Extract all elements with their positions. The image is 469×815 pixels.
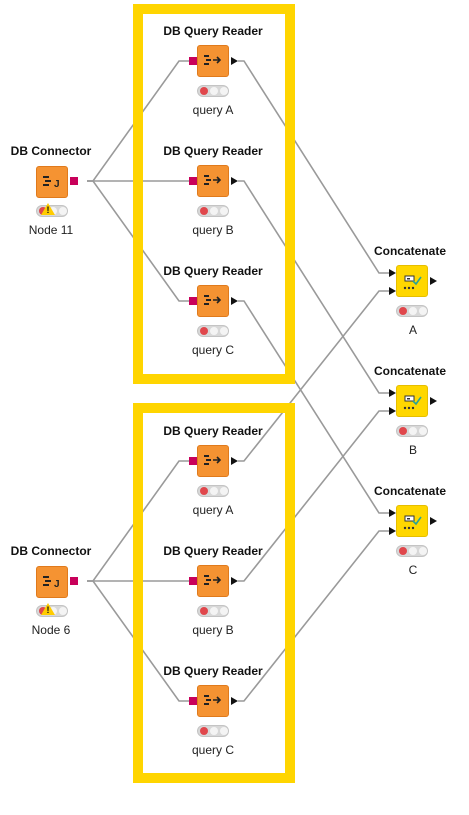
table-input-port-1[interactable] bbox=[389, 509, 396, 517]
node-title: Concatenate bbox=[373, 244, 447, 258]
table-output-port[interactable] bbox=[430, 517, 437, 525]
warning-mark: ! bbox=[46, 205, 50, 215]
node-label[interactable]: query A bbox=[192, 503, 234, 517]
table-output-port[interactable] bbox=[430, 397, 437, 405]
node-title: DB Query Reader bbox=[163, 424, 263, 438]
db-query-reader-icon[interactable] bbox=[197, 285, 229, 317]
concatenate-icon[interactable] bbox=[396, 385, 428, 417]
node-status-indicator bbox=[197, 85, 229, 97]
table-input-port-2[interactable] bbox=[389, 527, 396, 535]
db-output-port[interactable] bbox=[70, 577, 78, 585]
db-input-port[interactable] bbox=[189, 57, 197, 65]
warning-icon bbox=[41, 203, 55, 215]
node-title: DB Query Reader bbox=[163, 24, 263, 38]
db-query-reader-icon[interactable] bbox=[197, 165, 229, 197]
node-title: DB Connector bbox=[10, 544, 92, 558]
table-output-port[interactable] bbox=[231, 577, 238, 585]
warning-mark: ! bbox=[46, 605, 50, 615]
table-output-port[interactable] bbox=[430, 277, 437, 285]
workflow-annotation-bottom[interactable] bbox=[133, 403, 295, 783]
node-title: Concatenate bbox=[373, 364, 447, 378]
svg-text:J: J bbox=[54, 579, 60, 590]
db-query-reader-icon[interactable] bbox=[197, 565, 229, 597]
edge-reader_2b-to-concat_b[interactable] bbox=[238, 410, 389, 582]
node-label[interactable]: A bbox=[408, 323, 417, 337]
node-label[interactable]: query B bbox=[192, 223, 234, 237]
table-output-port[interactable] bbox=[231, 297, 238, 305]
table-input-port-1[interactable] bbox=[389, 389, 396, 397]
table-output-port[interactable] bbox=[231, 457, 238, 465]
edge-reader_1b-to-concat_b[interactable] bbox=[238, 180, 389, 394]
node-label[interactable]: query C bbox=[191, 343, 235, 357]
node-label[interactable]: B bbox=[408, 443, 417, 457]
node-label[interactable]: query A bbox=[192, 103, 234, 117]
warning-icon bbox=[41, 603, 55, 615]
db-query-reader-icon[interactable] bbox=[197, 685, 229, 717]
node-status-indicator bbox=[197, 725, 229, 737]
node-title: DB Connector bbox=[10, 144, 92, 158]
node-label[interactable]: C bbox=[408, 563, 418, 577]
concatenate-icon[interactable] bbox=[396, 505, 428, 537]
node-label[interactable]: query B bbox=[192, 623, 234, 637]
node-label[interactable]: query C bbox=[191, 743, 235, 757]
table-input-port-2[interactable] bbox=[389, 287, 396, 295]
db-input-port[interactable] bbox=[189, 697, 197, 705]
db-connector-icon[interactable]: J bbox=[36, 166, 68, 198]
table-input-port-2[interactable] bbox=[389, 407, 396, 415]
node-status-indicator bbox=[197, 605, 229, 617]
edge-reader_2a-to-concat_a[interactable] bbox=[238, 290, 389, 462]
db-input-port[interactable] bbox=[189, 457, 197, 465]
node-title: DB Query Reader bbox=[163, 144, 263, 158]
table-output-port[interactable] bbox=[231, 697, 238, 705]
node-status-indicator bbox=[197, 325, 229, 337]
edge-reader_1a-to-concat_a[interactable] bbox=[238, 60, 389, 274]
db-query-reader-icon[interactable] bbox=[197, 45, 229, 77]
node-status-indicator bbox=[396, 425, 428, 437]
svg-text:J: J bbox=[54, 179, 60, 190]
db-connector-icon[interactable]: J bbox=[36, 566, 68, 598]
edge-reader_1c-to-concat_c[interactable] bbox=[238, 300, 389, 514]
node-status-indicator bbox=[396, 545, 428, 557]
db-input-port[interactable] bbox=[189, 577, 197, 585]
table-output-port[interactable] bbox=[231, 57, 238, 65]
node-title: DB Query Reader bbox=[163, 664, 263, 678]
table-input-port-1[interactable] bbox=[389, 269, 396, 277]
node-title: Concatenate bbox=[373, 484, 447, 498]
node-status-indicator bbox=[396, 305, 428, 317]
node-status-indicator bbox=[197, 205, 229, 217]
edge-reader_2c-to-concat_c[interactable] bbox=[238, 530, 389, 702]
table-output-port[interactable] bbox=[231, 177, 238, 185]
node-status-indicator bbox=[197, 485, 229, 497]
node-label[interactable]: Node 6 bbox=[31, 623, 71, 637]
concatenate-icon[interactable] bbox=[396, 265, 428, 297]
node-label[interactable]: Node 11 bbox=[28, 223, 74, 237]
node-title: DB Query Reader bbox=[163, 544, 263, 558]
workflow-annotation-top[interactable] bbox=[133, 4, 295, 384]
db-output-port[interactable] bbox=[70, 177, 78, 185]
db-query-reader-icon[interactable] bbox=[197, 445, 229, 477]
db-input-port[interactable] bbox=[189, 177, 197, 185]
db-input-port[interactable] bbox=[189, 297, 197, 305]
node-title: DB Query Reader bbox=[163, 264, 263, 278]
